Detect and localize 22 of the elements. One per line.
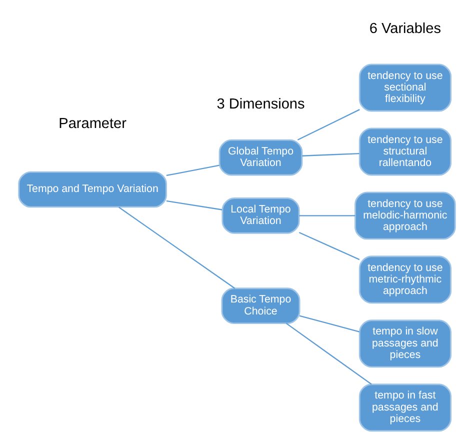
node-box: tendency to use sectional flexibility: [358, 64, 452, 112]
label: 3 Dimensions: [216, 96, 305, 113]
connector: [299, 315, 360, 332]
label: Parameter: [58, 116, 126, 132]
node-box: tempo in slow passages and pieces: [358, 320, 452, 368]
connector: [299, 215, 356, 216]
node-box: tempo in fast passages and pieces: [358, 384, 452, 432]
node-box: Tempo and Tempo Variation: [18, 171, 167, 208]
connector: [118, 206, 236, 289]
connector: [297, 109, 360, 140]
connector: [302, 152, 360, 156]
connector: [166, 164, 220, 176]
connector: [286, 322, 372, 385]
node-box: tendency to use metric-rhythmic approach: [358, 256, 452, 304]
node-box: tendency to use structural rallentando: [358, 128, 452, 176]
label: 6 Variables: [369, 20, 442, 37]
node-box: Basic Tempo Choice: [221, 288, 300, 324]
connector: [166, 200, 222, 210]
connector: [298, 232, 360, 260]
node-box: tendency to use melodic-harmonic approach: [354, 192, 456, 240]
node-box: Local Tempo Variation: [222, 198, 300, 234]
node-box: Global Tempo Variation: [218, 139, 303, 176]
